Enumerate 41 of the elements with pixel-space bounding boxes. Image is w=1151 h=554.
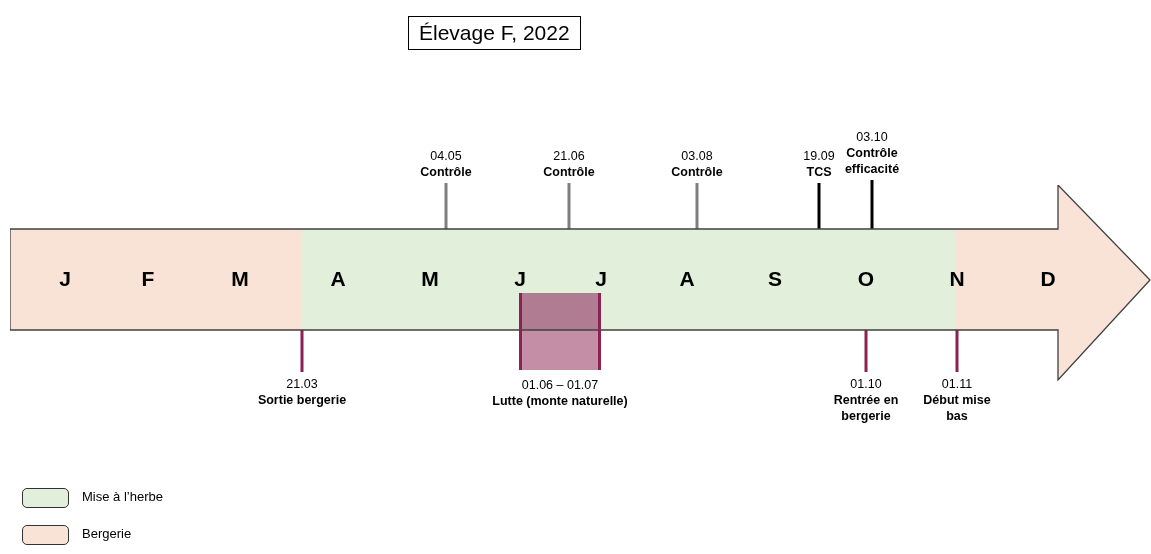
month-label: A xyxy=(330,267,346,290)
event-label: Contrôle efficacité xyxy=(843,145,901,177)
leader-line xyxy=(817,183,821,229)
month-label: J xyxy=(595,267,607,290)
leader-line xyxy=(870,180,874,229)
month-label: F xyxy=(141,267,155,290)
date-label: 01.10 xyxy=(850,376,882,392)
event-label: Contrôle xyxy=(543,164,595,180)
event-label: Lutte (monte naturelle) xyxy=(492,393,628,409)
month-label: J xyxy=(514,267,526,290)
legend-label: Mise à l’herbe xyxy=(82,489,163,504)
month-label: D xyxy=(1040,267,1056,290)
date-label: 04.05 xyxy=(430,148,462,164)
leader-line xyxy=(567,183,571,229)
month-label: N xyxy=(949,267,965,290)
date-label: 01.06 – 01.07 xyxy=(521,377,599,393)
event-label: Contrôle xyxy=(420,164,472,180)
title: Élevage F, 2022 xyxy=(408,16,581,50)
date-label: 19.09 xyxy=(803,148,835,164)
event-label: Rentrée en bergerie xyxy=(832,392,900,424)
event-label: Début mise bas xyxy=(922,392,992,424)
leader-line xyxy=(695,183,699,229)
date-label: 21.06 xyxy=(553,148,585,164)
date-label: 01.11 xyxy=(941,376,973,392)
month-label: J xyxy=(59,267,71,290)
leader-line xyxy=(300,330,304,372)
month-label: M xyxy=(231,267,249,290)
leader-line xyxy=(444,183,448,229)
legend-label: Bergerie xyxy=(82,526,132,541)
date-label: 03.08 xyxy=(681,148,713,164)
date-label: 21.03 xyxy=(286,376,318,392)
month-label: M xyxy=(421,267,439,290)
event-label: Contrôle xyxy=(671,164,723,180)
month-label: A xyxy=(679,267,695,290)
leader-line xyxy=(864,330,868,372)
month-label: O xyxy=(857,267,875,290)
date-label: 03.10 xyxy=(856,129,888,145)
month-label: S xyxy=(768,267,782,290)
leader-line xyxy=(955,330,959,372)
event-label: Sortie bergerie xyxy=(257,392,347,408)
event-label: TCS xyxy=(806,164,832,180)
